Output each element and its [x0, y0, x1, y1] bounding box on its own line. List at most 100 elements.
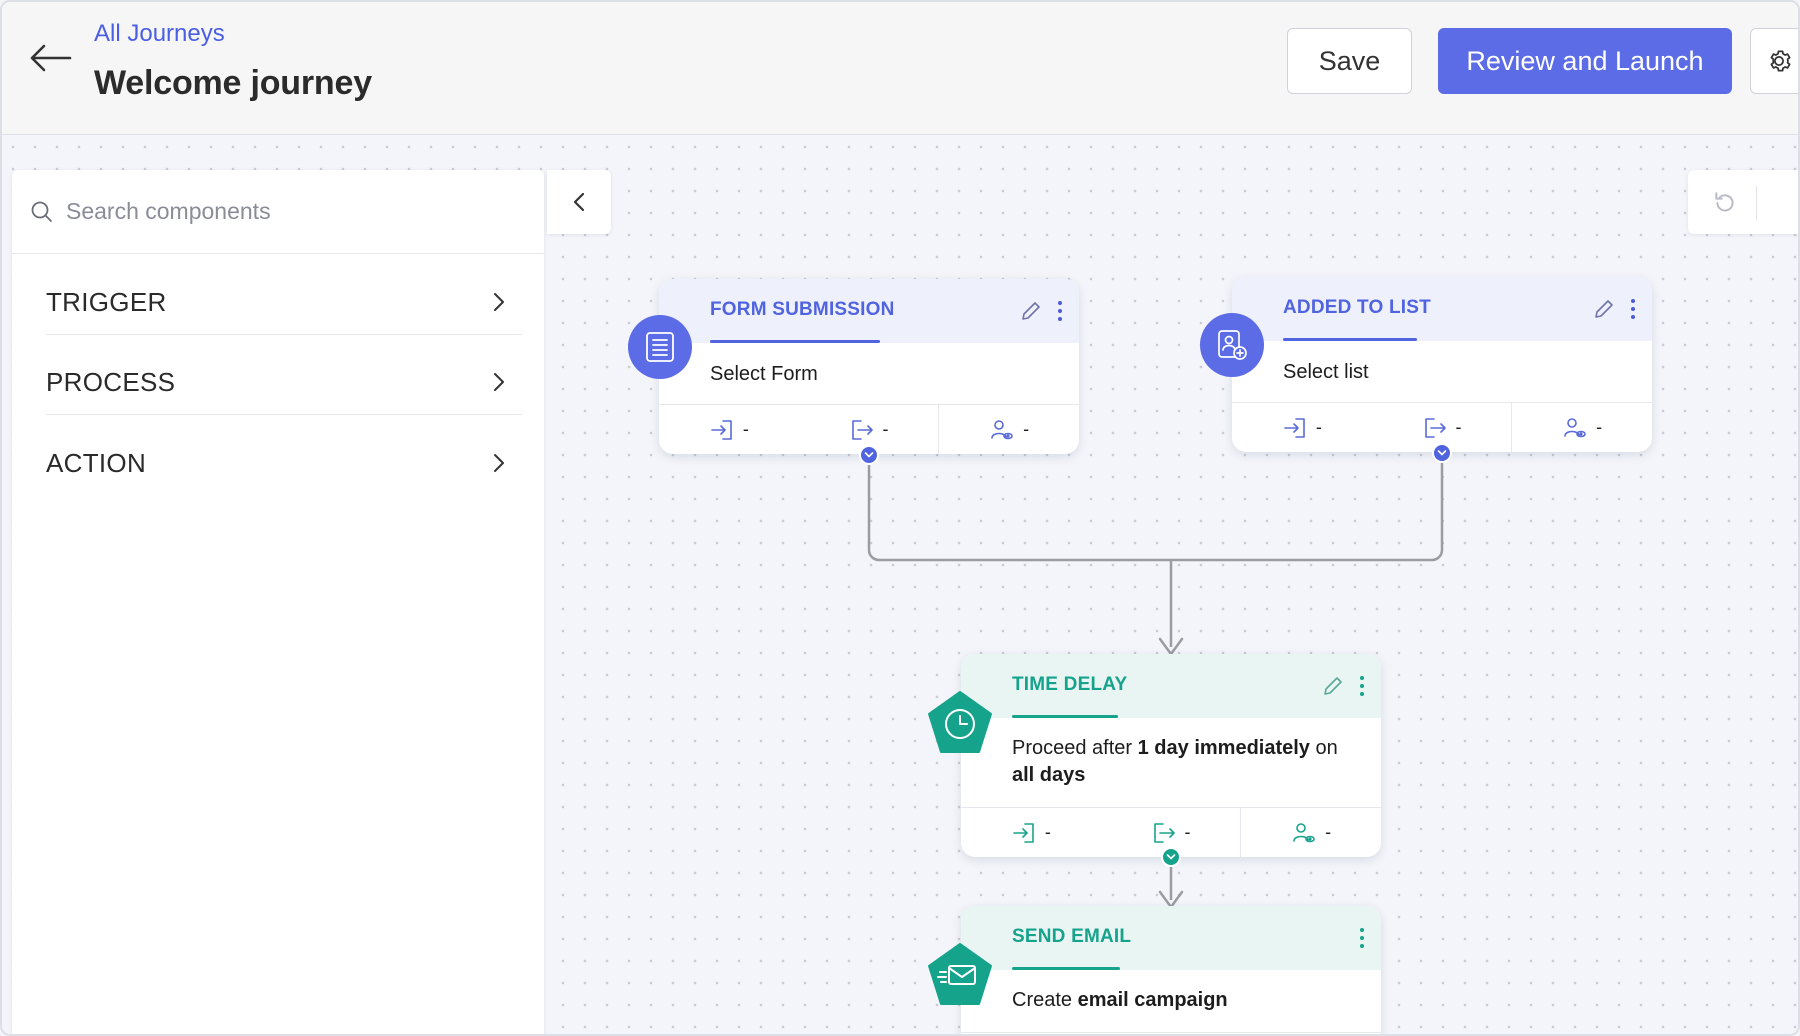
more-vertical-icon[interactable] [1353, 924, 1371, 952]
chevron-down-icon [864, 452, 874, 458]
node-title: ADDED TO LIST [1283, 297, 1431, 318]
gear-icon [1770, 50, 1791, 72]
search-icon [31, 201, 52, 222]
divider [46, 334, 522, 335]
stat-viewers: - [938, 405, 1079, 454]
edit-node-button[interactable] [1321, 674, 1345, 698]
node-stats: - - - [1232, 402, 1652, 452]
back-button[interactable] [26, 38, 74, 78]
stat-value: - [1044, 822, 1051, 842]
stat-value: - [882, 419, 889, 439]
list-node-badge [1200, 313, 1264, 377]
stat-value: - [1455, 417, 1462, 437]
settings-button[interactable] [1750, 28, 1798, 94]
form-icon [646, 332, 674, 362]
entry-icon [711, 419, 732, 440]
node-added-to-list[interactable]: ADDED TO LIST Select list - - - [1232, 277, 1652, 452]
node-title-underline [710, 340, 880, 343]
stat-value: - [742, 419, 749, 439]
edit-icon [1022, 302, 1040, 320]
undo-icon [1715, 192, 1734, 212]
node-title: SEND EMAIL [1012, 926, 1132, 947]
more-vertical-icon[interactable] [1051, 297, 1069, 325]
node-title: FORM SUBMISSION [710, 299, 895, 320]
chevron-right-icon [494, 373, 504, 391]
edit-node-button[interactable] [1592, 297, 1616, 321]
category-action[interactable]: ACTION [46, 423, 522, 503]
edit-node-button[interactable] [1019, 299, 1043, 323]
node-send-email[interactable]: SEND EMAIL Create email campaign [961, 906, 1381, 1034]
campaign-type: email campaign [1077, 989, 1228, 1011]
node-description[interactable]: Create email campaign [1012, 987, 1228, 1014]
node-form-submission[interactable]: FORM SUBMISSION Select Form - - - [659, 279, 1079, 454]
body-text: on [1309, 737, 1338, 759]
more-vertical-icon[interactable] [1353, 672, 1371, 700]
node-time-delay[interactable]: TIME DELAY Proceed after 1 day immediate… [961, 654, 1381, 857]
contact-list-icon [1218, 330, 1247, 360]
chevron-left-icon [573, 192, 585, 212]
stat-exited: - [799, 405, 939, 454]
stat-value: - [1325, 822, 1332, 842]
chevron-down-icon [1166, 854, 1176, 860]
search-bar[interactable] [12, 170, 544, 254]
more-vertical-icon[interactable] [1624, 295, 1642, 323]
stat-value: - [1184, 822, 1191, 842]
viewer-icon [1564, 417, 1586, 437]
clock-icon [928, 691, 992, 753]
category-process[interactable]: PROCESS [46, 342, 522, 422]
category-trigger[interactable]: TRIGGER [46, 262, 522, 342]
save-button[interactable]: Save [1287, 28, 1412, 94]
exit-icon [1424, 417, 1446, 438]
divider [46, 414, 522, 415]
stat-exited: - [1372, 403, 1512, 452]
chevron-right-icon [494, 454, 504, 472]
stat-value: - [1023, 419, 1030, 439]
stat-entered: - [961, 808, 1101, 857]
email-node-badge [927, 942, 993, 1006]
undo-button[interactable] [1708, 186, 1742, 220]
chevron-right-icon [494, 293, 504, 311]
review-and-launch-button[interactable]: Review and Launch [1438, 28, 1732, 94]
stat-value: - [1596, 417, 1603, 437]
category-label: PROCESS [46, 366, 176, 397]
entry-icon [1284, 417, 1305, 438]
node-description[interactable]: Select list [1283, 361, 1369, 383]
breadcrumb-all-journeys[interactable]: All Journeys [94, 20, 225, 47]
collapse-sidebar-button[interactable] [547, 170, 611, 234]
added-to-list-output-handle[interactable] [1432, 443, 1452, 463]
node-title-underline [1283, 338, 1417, 341]
node-description[interactable]: Select Form [710, 363, 818, 385]
viewer-icon [1293, 822, 1315, 842]
stat-viewers: - [1240, 808, 1381, 857]
page-title: Welcome journey [94, 64, 372, 102]
node-header [1232, 277, 1652, 341]
exit-icon [851, 419, 873, 440]
stat-exited: - [1101, 808, 1241, 857]
node-header [659, 279, 1079, 343]
category-label: ACTION [46, 447, 147, 478]
node-header [961, 654, 1381, 718]
node-title-underline [1012, 715, 1118, 718]
viewer-icon [991, 419, 1013, 439]
node-title-underline [1012, 967, 1120, 970]
search-components-input[interactable] [66, 198, 506, 225]
edit-icon [1324, 677, 1342, 695]
header-bar: All Journeys Welcome journey Save Review… [2, 2, 1798, 135]
node-description[interactable]: Proceed after 1 day immediately on all d… [1012, 735, 1362, 789]
time-delay-output-handle[interactable] [1161, 847, 1181, 867]
email-icon [928, 943, 992, 1005]
entry-icon [1013, 822, 1034, 843]
exit-icon [1153, 822, 1175, 843]
history-toolbar [1688, 170, 1798, 234]
divider [1756, 186, 1757, 220]
edit-icon [1595, 300, 1613, 318]
category-label: TRIGGER [46, 286, 167, 317]
form-node-badge [628, 315, 692, 379]
body-text: Proceed after [1012, 737, 1138, 759]
form-submission-output-handle[interactable] [859, 445, 879, 465]
stat-value: - [1315, 417, 1322, 437]
node-stats: - - - [961, 807, 1381, 857]
node-stats: - - - [659, 404, 1079, 454]
stat-entered: - [659, 405, 799, 454]
